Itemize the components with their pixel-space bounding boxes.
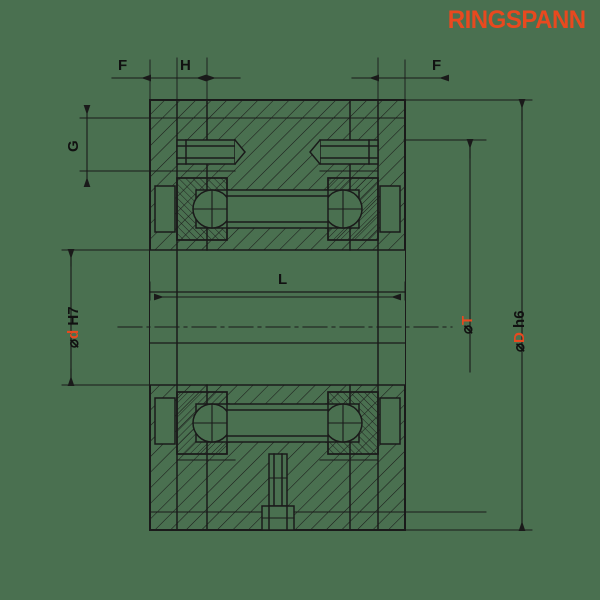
tolerance-D: h6 xyxy=(511,310,528,333)
clamping-screw-upper-left xyxy=(176,138,246,166)
clamping-ring-upper-left xyxy=(176,177,232,241)
dimension-value-d: d xyxy=(65,329,82,339)
dimension-label-T: ⌀T xyxy=(459,315,476,334)
side-pockets-lower xyxy=(154,397,401,445)
dimension-label-G: G xyxy=(65,140,82,152)
dimension-label-d: ⌀d H7 xyxy=(65,306,82,348)
tolerance-d: H7 xyxy=(65,306,82,330)
dimension-label-H: H xyxy=(180,57,191,74)
clamping-ring-upper-right xyxy=(323,177,379,241)
dimension-value-T: T xyxy=(459,315,476,325)
side-pockets-upper xyxy=(154,185,401,233)
dimension-value-D: D xyxy=(511,332,528,343)
inner-sleeve-lower xyxy=(226,403,329,443)
clamping-screw-upper-right xyxy=(309,138,379,166)
dimension-label-F-right: F xyxy=(432,57,442,74)
extension-lines xyxy=(61,57,533,531)
dimension-label-D: ⌀D h6 xyxy=(511,310,528,352)
set-screw-bottom xyxy=(261,453,295,531)
upper-counterbore-lines xyxy=(149,117,406,172)
diameter-symbol-d: ⌀ xyxy=(65,338,82,348)
diameter-symbol-T: ⌀ xyxy=(459,324,476,334)
inner-sleeve-upper xyxy=(226,189,329,229)
clamping-ring-lower-left xyxy=(176,391,232,455)
diameter-symbol-D: ⌀ xyxy=(511,342,528,352)
dimension-label-L: L xyxy=(278,271,288,288)
dimension-label-F-left: F xyxy=(118,57,128,74)
bore-surface-lines xyxy=(149,249,406,386)
clamping-ring-lower-right xyxy=(323,391,379,455)
ringspann-logo: RINGSPANN xyxy=(448,6,586,34)
